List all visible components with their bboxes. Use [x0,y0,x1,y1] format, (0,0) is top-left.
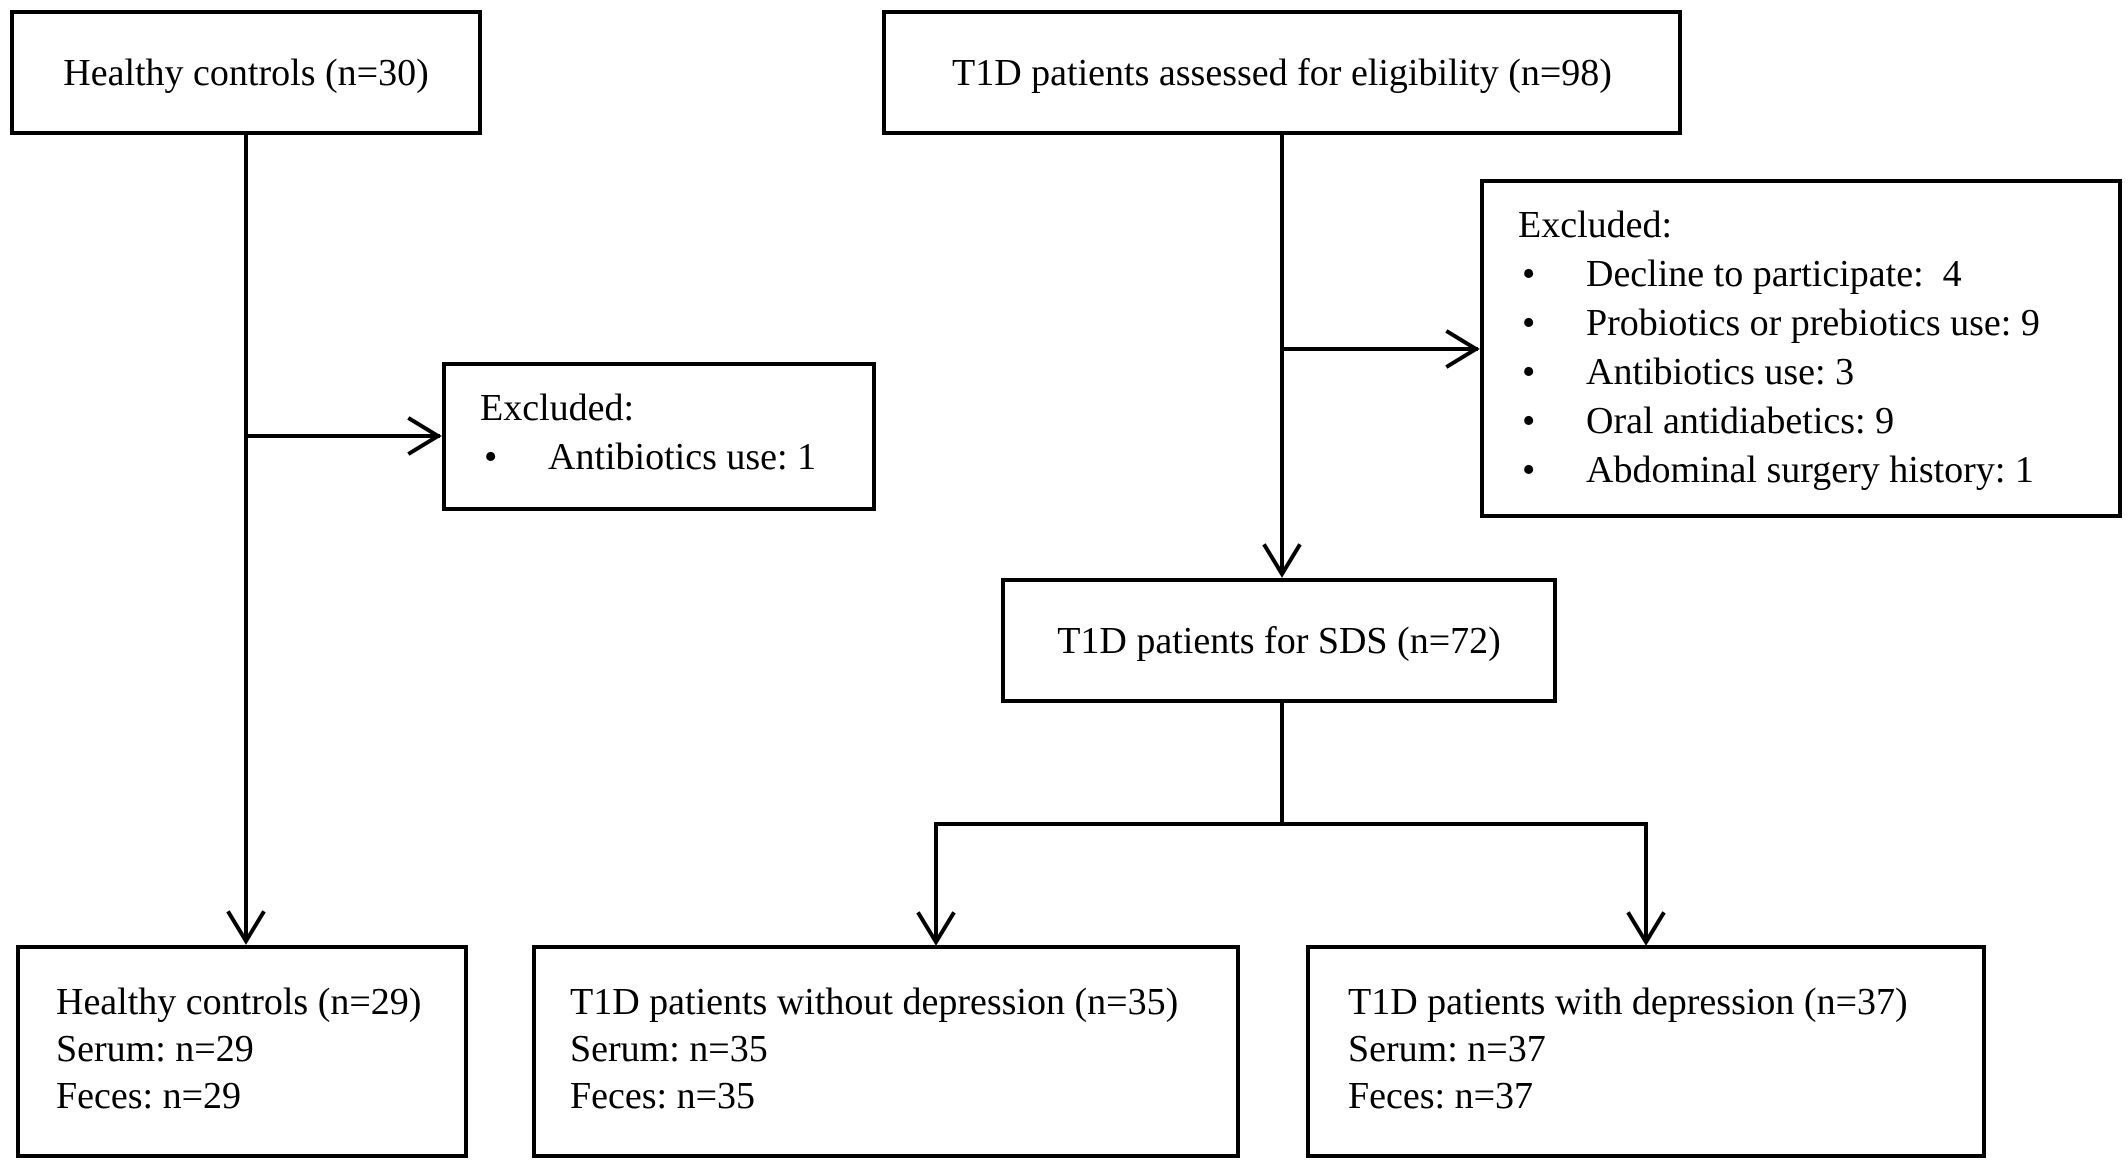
arrowhead-down [916,911,956,946]
t1d-with-depression-box: T1D patients with depression (n=37) Seru… [1306,945,1986,1158]
excluded-right-item: • Abdominal surgery history: 1 [1518,446,2118,495]
excluded-right-item-text: Antibiotics use: 3 [1586,351,1855,393]
excluded-right-item-text: Abdominal surgery history: 1 [1586,449,2034,491]
excluded-left-box: Excluded: • Antibiotics use: 1 [442,362,876,511]
bullet-icon: • [1522,302,1536,344]
bullet-icon: • [1522,351,1536,393]
t1d-sds-title: T1D patients for SDS (n=72) [1057,619,1501,662]
healthy-controls-box: Healthy controls (n=30) [10,10,482,135]
arrowhead-right [407,416,442,456]
excluded-right-item-text: Probiotics or prebiotics use: 9 [1586,302,2040,344]
excluded-left-item: • Antibiotics use: 1 [480,433,872,482]
group-title: T1D patients with depression (n=37) [1348,981,1908,1023]
group-feces: Feces: n=29 [56,1075,242,1117]
excluded-right-list: • Decline to participate: 4 • Probiotics… [1518,250,2118,495]
group-title: T1D patients without depression (n=35) [570,981,1179,1023]
t1d-without-depression-box: T1D patients without depression (n=35) S… [532,945,1240,1158]
t1d-assessed-title: T1D patients assessed for eligibility (n… [952,51,1612,94]
arrowhead-right [1445,329,1480,369]
group-serum: Serum: n=37 [1348,1028,1546,1070]
group-feces: Feces: n=37 [1348,1075,1534,1117]
arrowhead-down [1626,911,1666,946]
healthy-controls-final-box: Healthy controls (n=29) Serum: n=29 Fece… [16,945,468,1158]
arrowhead-down [1262,543,1302,578]
bullet-icon: • [1522,400,1536,442]
excluded-right-item-text: Decline to participate: 4 [1586,253,1962,295]
healthy-controls-title: Healthy controls (n=30) [63,51,429,94]
excluded-right-heading: Excluded: [1518,204,1673,246]
excluded-right-item-text: Oral antidiabetics: 9 [1586,400,1895,442]
excluded-right-item: • Decline to participate: 4 [1518,250,2118,299]
t1d-sds-box: T1D patients for SDS (n=72) [1001,578,1557,703]
bullet-icon: • [1522,253,1536,295]
group-feces: Feces: n=35 [570,1075,756,1117]
excluded-right-item: • Antibiotics use: 3 [1518,348,2118,397]
excluded-left-item-text: Antibiotics use: 1 [548,436,817,478]
excluded-left-list: • Antibiotics use: 1 [480,433,872,482]
excluded-left-heading: Excluded: [480,387,635,429]
excluded-right-item: • Oral antidiabetics: 9 [1518,397,2118,446]
t1d-assessed-box: T1D patients assessed for eligibility (n… [882,10,1682,135]
excluded-right-box: Excluded: • Decline to participate: 4 • … [1480,179,2122,518]
bullet-icon: • [484,436,498,478]
group-serum: Serum: n=35 [570,1028,768,1070]
group-serum: Serum: n=29 [56,1028,254,1070]
excluded-right-item: • Probiotics or prebiotics use: 9 [1518,299,2118,348]
group-title: Healthy controls (n=29) [56,981,422,1023]
bullet-icon: • [1522,449,1536,491]
arrowhead-down [226,910,266,945]
